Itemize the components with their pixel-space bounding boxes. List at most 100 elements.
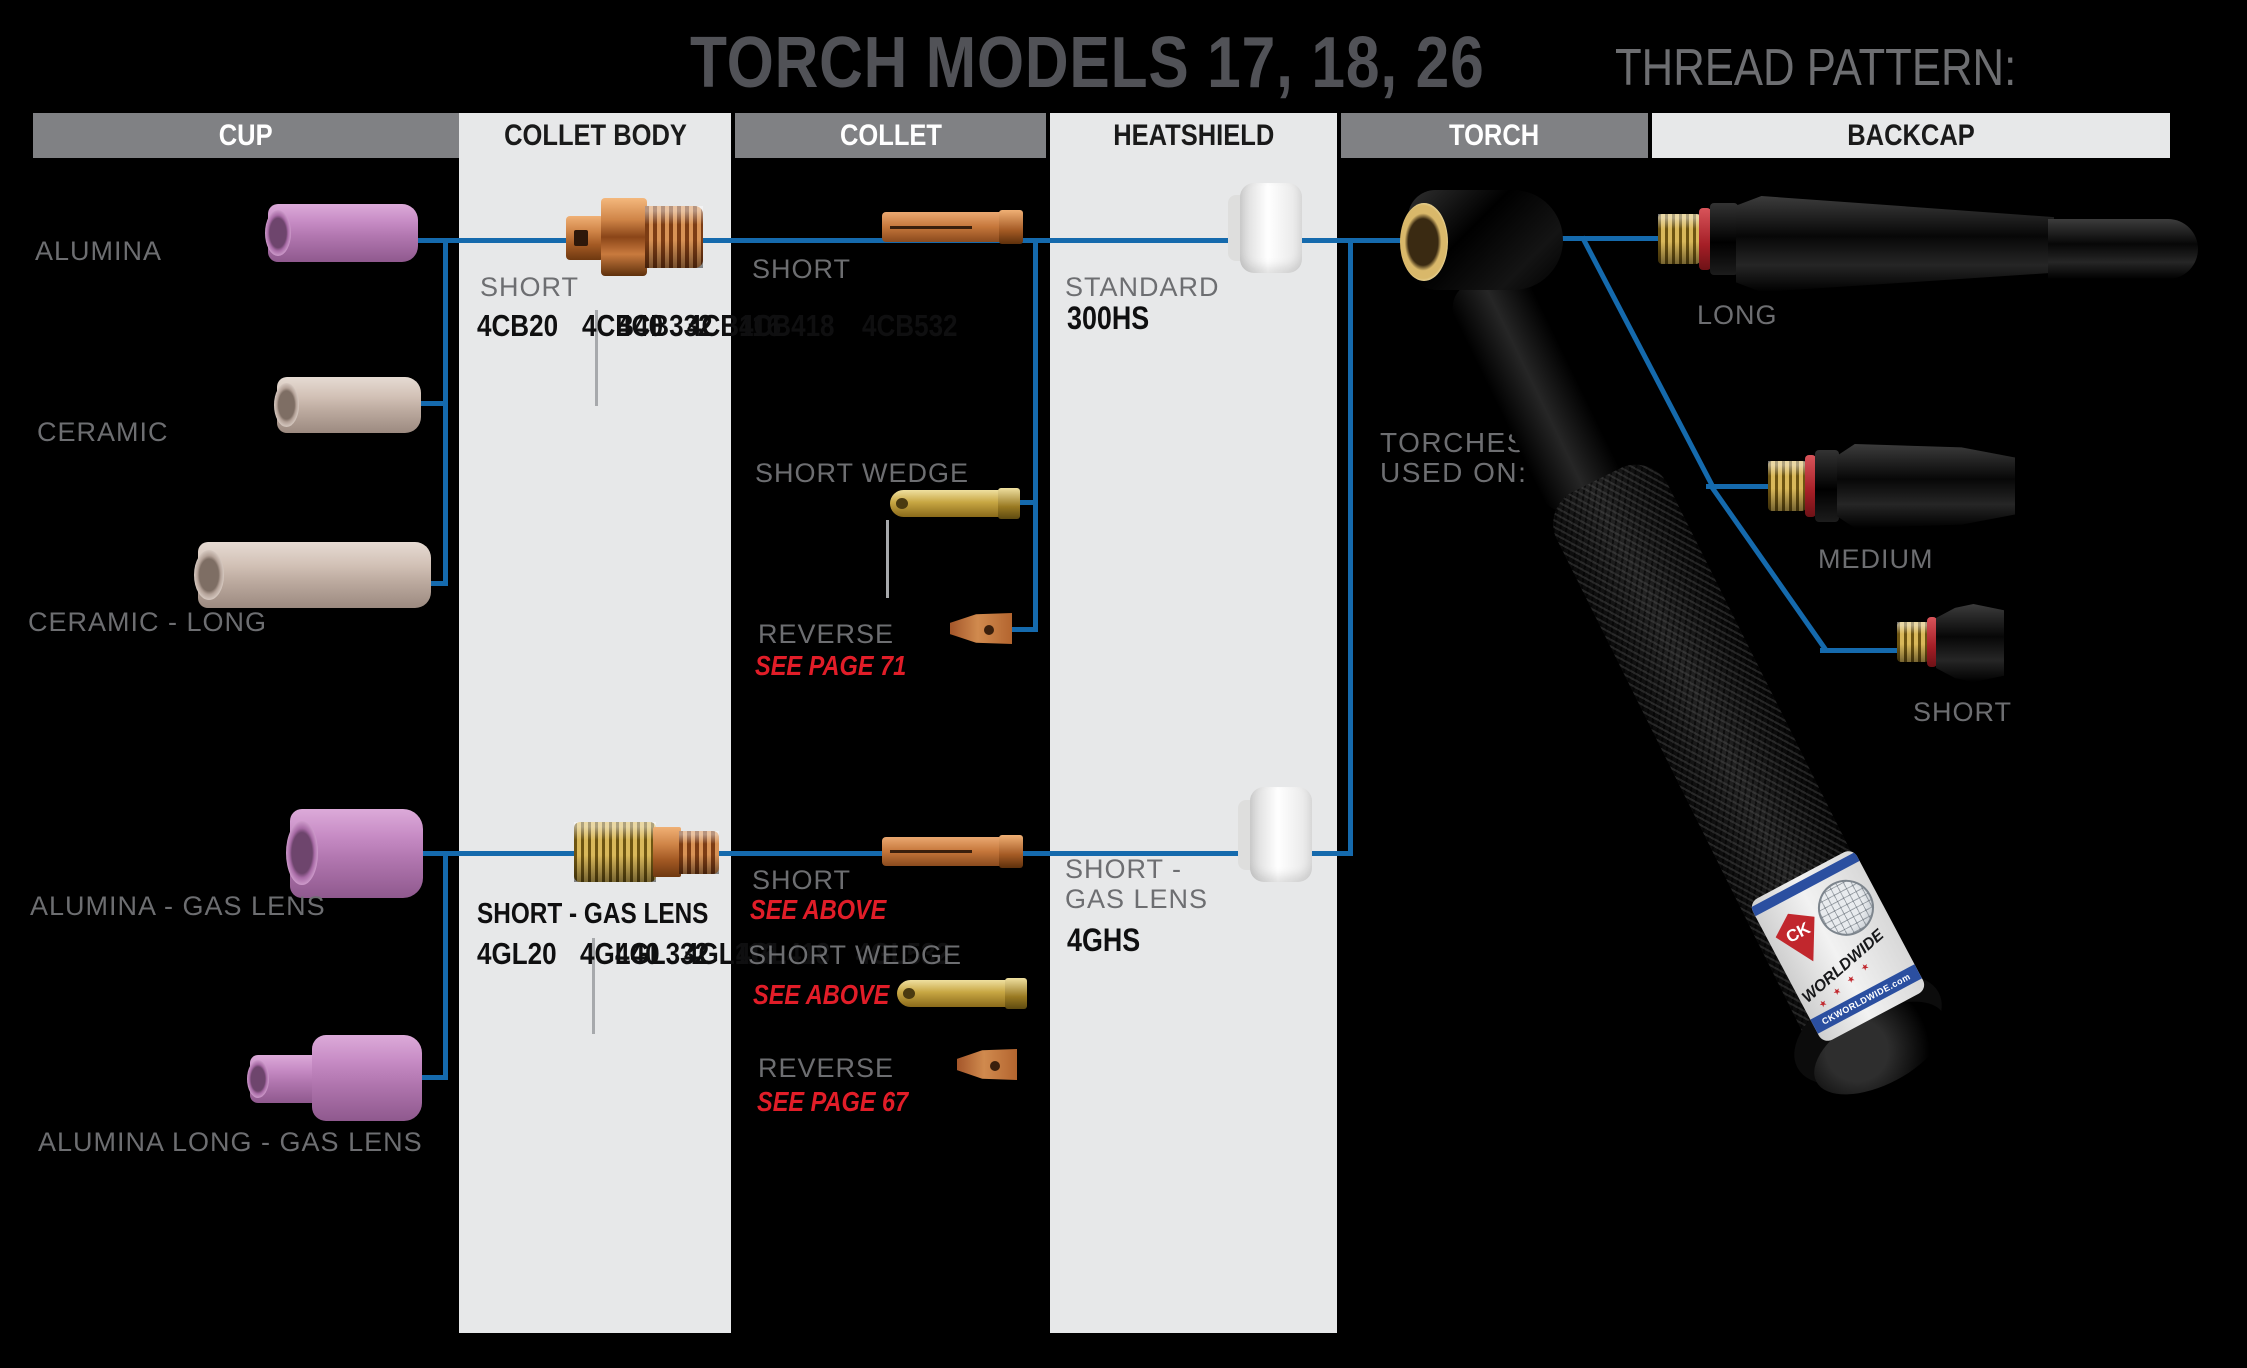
- label-ceramic-long: CERAMIC - LONG: [28, 607, 268, 637]
- collet-short-wedge-top-image: [890, 488, 1020, 519]
- backcap-medium-oring: [1805, 455, 1816, 517]
- part-heatshield-gas: 4GHS: [1067, 922, 1141, 958]
- note-collet-short-bottom: SEE ABOVE: [750, 894, 887, 925]
- label-collet-short-bottom: SHORT: [752, 865, 852, 895]
- label-backcap-long: LONG: [1697, 300, 1778, 330]
- collet-body-gas-collar: [653, 827, 681, 877]
- backcap-short-oring: [1927, 617, 1937, 667]
- label-collet-short-top: SHORT: [752, 254, 852, 284]
- collet-body-short-hex: [601, 198, 647, 276]
- collet-reverse-top-image: [950, 613, 1012, 644]
- collet-body-gas-parts-left: 4GL20 4GL40 4GL116: [477, 936, 794, 972]
- label-reverse-bottom: REVERSE: [758, 1053, 895, 1083]
- part-number: 4GL532: [856, 936, 951, 971]
- collet-reverse-bottom-image: [957, 1049, 1017, 1080]
- ceramic-long-cup-image: [194, 542, 431, 608]
- ceramic-long-cup-bore: [194, 550, 224, 600]
- header-collet: COLLET: [735, 113, 1046, 158]
- alumina-gas-cup-image: [286, 809, 423, 898]
- connector-cups-vertical-bottom: [443, 851, 448, 1080]
- connector-short-backcap-stub: [1820, 648, 1902, 653]
- page-title-text: TORCH MODELS 17, 18, 26: [690, 23, 1485, 103]
- connector-long-gas-cup-stub: [420, 1075, 448, 1080]
- part-number: 4GL20: [477, 936, 557, 971]
- connector-collet-vertical: [1033, 238, 1038, 632]
- label-short-wedge-top: SHORT WEDGE: [755, 458, 970, 488]
- page-title: TORCH MODELS 17, 18, 26: [690, 22, 1636, 104]
- part-number: 4CB332: [617, 308, 713, 343]
- label-alumina-gas: ALUMINA - GAS LENS: [30, 891, 326, 921]
- backcap-medium-collar: [1815, 450, 1839, 522]
- label-ceramic: CERAMIC: [37, 417, 169, 447]
- header-collet-body: COLLET BODY: [459, 113, 731, 158]
- label-torches-used-on: TORCHES USED ON:: [1380, 428, 1527, 488]
- label-heatshield-gas-line1: SHORT -: [1065, 854, 1183, 884]
- label-heatshield-gas: SHORT - GAS LENS: [1065, 854, 1208, 914]
- heatshield-standard-image: [1240, 183, 1302, 273]
- label-backcap-medium: MEDIUM: [1818, 544, 1934, 574]
- label-collet-body-gas: SHORT - GAS LENS: [477, 898, 709, 930]
- alumina-cup-image: [265, 204, 418, 262]
- label-alumina-long-gas: ALUMINA LONG - GAS LENS: [38, 1127, 423, 1157]
- collet-body-gas-threads: [574, 822, 656, 882]
- torches-line1: TORCHES: [1380, 427, 1527, 458]
- heatshield-column-band: [1050, 113, 1337, 1333]
- label-heatshield-gas-line2: GAS LENS: [1065, 884, 1209, 914]
- note-short-wedge-bottom: SEE ABOVE: [753, 979, 890, 1010]
- connector-ceramic-stub: [418, 401, 448, 406]
- thread-pattern-label: THREAD PATTERN:: [1615, 38, 2093, 98]
- backcap-short-thread: [1897, 622, 1929, 662]
- connector-head-to-backcap: [1556, 236, 1662, 241]
- heatshield-gas-image: [1250, 787, 1312, 882]
- collet-body-gas-parts-right: 4GL332 4GL418 4GL532: [615, 936, 968, 972]
- backcap-long-oring: [1699, 208, 1711, 270]
- connector-heatshield-vertical: [1348, 238, 1353, 856]
- connector-ceramic-long-stub: [428, 581, 448, 586]
- backcap-long-tube: [2048, 219, 2198, 279]
- connector-cups-vertical-top: [443, 238, 448, 586]
- backcap-medium-body: [1837, 444, 2015, 528]
- note-reverse-bottom: SEE PAGE 67: [757, 1086, 909, 1117]
- part-number: 4GL116: [683, 936, 777, 971]
- alumina-long-gas-body: [312, 1035, 422, 1121]
- torch-brass-ring: [1400, 203, 1448, 281]
- collet-body-short-threads: [645, 206, 703, 268]
- label-short-wedge-bottom: SHORT WEDGE: [748, 940, 963, 970]
- alumina-long-gas-bore: [247, 1060, 269, 1098]
- backcap-short-body: [1936, 604, 2004, 682]
- part-number: 4GL332: [615, 936, 710, 971]
- torches-line2: USED ON:: [1380, 457, 1528, 488]
- backcap-medium-thread: [1768, 461, 1806, 511]
- label-reverse-top: REVERSE: [758, 619, 895, 649]
- connector-wedge-stub-top: [1015, 500, 1038, 505]
- header-backcap: BACKCAP: [1652, 113, 2170, 158]
- collet-body-gas-tip: [679, 831, 719, 874]
- header-heatshield: HEATSHIELD: [1050, 113, 1337, 158]
- divider-4gl-columns: [592, 938, 595, 1034]
- part-number: 4CB532: [861, 308, 958, 343]
- connector-reverse-stub-top: [1008, 627, 1038, 632]
- part-number: 4CB418: [739, 308, 835, 343]
- label-collet-body-short: SHORT: [480, 272, 580, 302]
- collet-short-top-image: [882, 210, 1023, 244]
- backcap-long-thread: [1658, 214, 1700, 264]
- collet-body-short-tip: [566, 216, 604, 260]
- collet-body-short-hole: [574, 230, 588, 246]
- note-reverse-top: SEE PAGE 71: [755, 650, 907, 681]
- divider-wedge-reverse: [886, 520, 889, 598]
- label-heatshield-standard: STANDARD: [1065, 272, 1220, 302]
- ck-logo-text: CK: [1782, 918, 1814, 947]
- part-number: 4CB116: [687, 308, 782, 343]
- backcap-long-cone: [1736, 196, 2054, 292]
- part-heatshield-standard: 300HS: [1067, 300, 1150, 336]
- ceramic-cup-bore: [274, 383, 299, 427]
- collet-body-short-parts-right: 4CB332 4CB418 4CB532: [617, 308, 976, 344]
- header-torch: TORCH: [1341, 113, 1648, 158]
- connector-medium-stub: [1706, 484, 1772, 489]
- label-alumina: ALUMINA: [35, 236, 163, 266]
- alumina-gas-cup-bore: [286, 821, 318, 885]
- part-number: 4CB40: [582, 308, 664, 343]
- backcap-long-collar: [1710, 203, 1738, 275]
- label-backcap-short: SHORT: [1913, 697, 2013, 727]
